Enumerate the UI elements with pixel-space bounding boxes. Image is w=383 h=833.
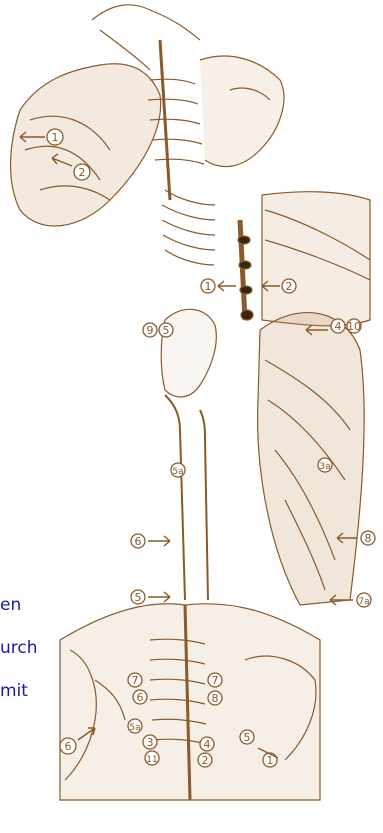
- side-text-3: mit: [0, 681, 28, 701]
- marker-bottom-7-left: 7: [128, 673, 142, 687]
- arrow-icon: [148, 592, 170, 602]
- marker-pelvis-9: 9: [143, 323, 157, 337]
- marker-label: 6: [135, 535, 142, 548]
- marker-label: 10: [347, 320, 361, 333]
- marker-femur: 5a: [171, 463, 185, 477]
- marker-bottom-4: 4: [200, 737, 214, 751]
- marker-bottom-1-right: 1: [263, 753, 277, 767]
- marker-label: 1: [205, 280, 212, 293]
- marker-label: 5: [135, 591, 142, 604]
- marker-bottom-11: 11: [145, 751, 159, 765]
- marker-label: 8: [365, 532, 372, 545]
- marker-label: 11: [146, 755, 157, 765]
- marker-label: 5a: [129, 723, 140, 733]
- marker-bottom-6-far-left: 6: [60, 738, 76, 754]
- marker-leg-5: 5: [131, 590, 145, 604]
- marker-leg-6: 6: [131, 534, 145, 548]
- marker-label: 7: [132, 674, 139, 687]
- marker-label: 2: [202, 754, 209, 767]
- marker-bottom-6-left: 6: [133, 690, 147, 704]
- marker-label: 4: [204, 738, 211, 751]
- marker-bottom-3: 3: [143, 735, 157, 749]
- marker-bottom-7-right: 7: [208, 673, 222, 687]
- marker-bottom-5-right: 5: [240, 730, 254, 744]
- lower-back-figure: [60, 604, 320, 800]
- marker-label: 8: [212, 692, 219, 705]
- marker-bottom-8: 8: [208, 691, 222, 705]
- marker-label: 9: [147, 324, 154, 337]
- marker-leg-7a: 7a: [357, 593, 371, 607]
- marker-label: 6: [65, 740, 72, 753]
- marker-label: 4: [335, 320, 342, 333]
- marker-thigh-muscle: 3a: [318, 458, 332, 472]
- marker-label: 7a: [358, 597, 369, 607]
- marker-label: 5: [163, 324, 170, 337]
- side-text-2: urch: [0, 638, 38, 658]
- marker-leg-8: 8: [361, 531, 375, 545]
- marker-label: 6: [137, 691, 144, 704]
- marker-label: 7: [212, 674, 219, 687]
- marker-label: 2: [79, 166, 86, 179]
- arrow-icon: [148, 536, 170, 546]
- arrow-icon: [218, 281, 236, 291]
- torso-pelvis-figure: [161, 190, 370, 605]
- marker-bottom-2: 2: [198, 753, 212, 767]
- marker-pelvis-5: 5: [159, 323, 173, 337]
- marker-label: 5: [244, 731, 251, 744]
- marker-label: 1: [52, 131, 59, 144]
- marker-shoulder-2: 2: [74, 164, 90, 180]
- marker-spine-1: 1: [201, 279, 215, 293]
- marker-label: 2: [286, 280, 293, 293]
- marker-spine-2: 2: [282, 279, 296, 293]
- marker-bottom-5a: 5a: [128, 719, 142, 733]
- marker-label: 3a: [319, 462, 330, 472]
- marker-pelvis-4: 4: [331, 319, 345, 333]
- marker-shoulder-1: 1: [47, 129, 63, 145]
- marker-label: 3: [147, 736, 154, 749]
- marker-pelvis-10: 10: [347, 319, 361, 333]
- side-text-1: en: [0, 595, 21, 615]
- upper-back-figure: [11, 5, 284, 226]
- marker-label: 5a: [172, 467, 183, 477]
